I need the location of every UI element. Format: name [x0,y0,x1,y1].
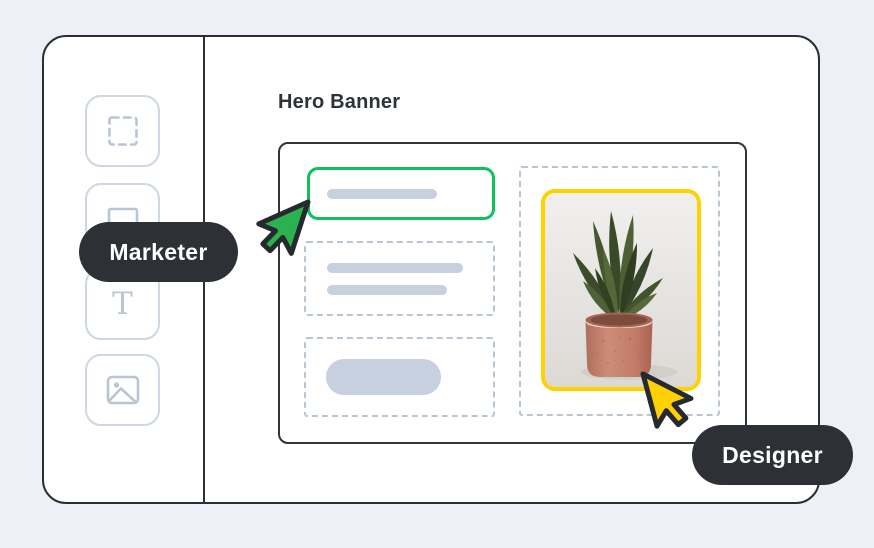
paragraph-text-bar [327,263,463,273]
canvas-title: Hero Banner [278,91,401,113]
image-tool-icon [99,367,147,413]
paragraph-placeholder[interactable] [304,241,495,316]
designer-cursor-icon [628,368,698,438]
designer-label: Designer [722,441,823,468]
text-tool-icon: T [112,285,133,322]
select-tool-button[interactable] [85,95,160,167]
paragraph-text-bar [327,285,447,295]
marketer-label: Marketer [109,238,208,265]
headline-text-bar [327,189,437,199]
plant-image [545,193,697,387]
image-tool-button[interactable] [85,354,160,426]
plant-image-selected[interactable] [541,189,701,391]
marketer-label-pill: Marketer [79,222,238,282]
button-shape [326,359,441,395]
marquee-select-icon [100,108,146,154]
designer-label-pill: Designer [692,425,853,485]
marketer-cursor-icon [253,196,323,266]
